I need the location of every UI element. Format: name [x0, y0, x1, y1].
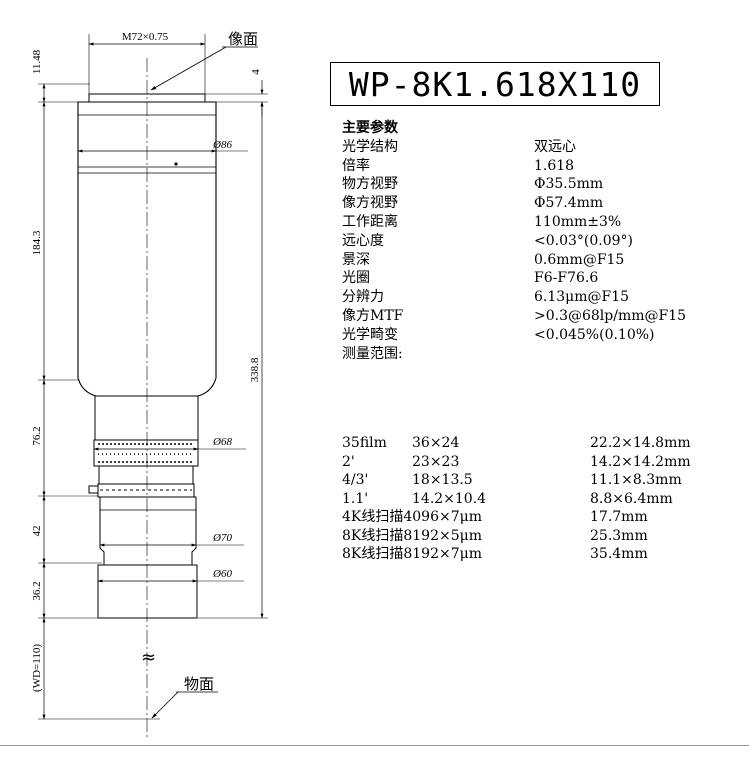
param-key: 物方视野	[342, 176, 398, 193]
dim-total-length: 338.8	[249, 357, 261, 382]
lens-lower-body	[99, 496, 197, 566]
param-key: 光学畸变	[342, 326, 398, 343]
param-key: 光学结构	[342, 138, 398, 155]
field-of-view: 35.4mm	[590, 546, 648, 562]
bottom-divider	[0, 745, 749, 746]
object-plane-label: 物面	[184, 675, 214, 693]
sensor-format: 35film	[342, 435, 387, 451]
sensor-size: 23×23	[412, 453, 460, 470]
measure-row: 8K线扫描8192×5μm 25.3mm	[342, 527, 742, 546]
measure-row: 35film 36×24 22.2×14.8mm	[342, 434, 742, 453]
dim-flange-4: 4	[250, 69, 262, 75]
dim-76-2: 76.2	[31, 426, 43, 445]
sensor-size: 14.2×10.4	[412, 490, 487, 507]
param-row: 物方视野 Φ35.5mm	[342, 175, 742, 194]
param-value: 0.6mm@F15	[534, 251, 625, 268]
measure-row: 1.1' 14.2×10.4 8.8×6.4mm	[342, 490, 742, 509]
ring-spacer	[98, 465, 194, 485]
measure-row: 4/3' 18×13.5 11.1×8.3mm	[342, 471, 742, 490]
param-key: 测量范围:	[342, 345, 403, 362]
param-row: 光学结构 双远心	[342, 138, 742, 157]
lens-lower-barrel	[94, 395, 199, 441]
field-of-view: 22.2×14.8mm	[590, 435, 691, 451]
lens-front-tube	[97, 564, 198, 619]
aperture-ring-knurl	[98, 443, 194, 463]
param-key: 像方视野	[342, 195, 398, 212]
sensor-size: 18×13.5	[412, 472, 473, 488]
dia-86-label: Ø86	[212, 139, 232, 151]
param-row: 测量范围:	[342, 345, 742, 364]
param-row: 像方视野 Φ57.4mm	[342, 194, 742, 213]
param-key: 光圈	[342, 270, 370, 287]
product-title: WP-8K1.618X110	[348, 64, 642, 104]
param-row: 远心度 <0.03°(0.09°)	[342, 232, 742, 251]
lock-screw	[88, 485, 99, 494]
thread-label: M72×0.75	[122, 31, 169, 43]
dim-working-distance: (WD=110)	[31, 644, 43, 692]
sensor-format: 4/3'	[342, 472, 369, 488]
param-value: 1.618	[534, 157, 575, 174]
measure-row: 4K线扫描4096×7μm 17.7mm	[342, 508, 742, 527]
dim-184-3: 184.3	[31, 230, 43, 255]
dim-42: 42	[31, 526, 43, 537]
field-of-view: 17.7mm	[590, 509, 648, 525]
param-row: 像方MTF >0.3@68lp/mm@F15	[342, 307, 742, 326]
object-plane-leader	[151, 691, 179, 719]
param-value: <0.03°(0.09°)	[534, 232, 633, 249]
line-scan-sensor: 8K线扫描8192×5μm	[342, 527, 483, 544]
product-title-box: WP-8K1.618X110	[330, 62, 660, 106]
param-key: 远心度	[342, 232, 384, 249]
line-scan-sensor: 8K线扫描8192×7μm	[342, 546, 483, 562]
field-of-view: 8.8×6.4mm	[590, 490, 673, 507]
parameters-table: 主要参数 光学结构 双远心 倍率 1.618 物方视野 Φ35.5mm 像方视野 Φ57…	[342, 119, 742, 363]
param-value: 6.13μm@F15	[534, 289, 630, 306]
dia-60-label: Ø60	[212, 568, 232, 580]
measure-row: 2' 23×23 14.2×14.2mm	[342, 453, 742, 472]
sensor-format: 2'	[342, 453, 355, 470]
param-row: 倍率 1.618	[342, 157, 742, 176]
param-value: 双远心	[534, 138, 576, 155]
param-value: 110mm±3%	[534, 213, 622, 230]
param-value: <0.045%(0.10%)	[534, 326, 655, 343]
param-row: 分辨力 6.13μm@F15	[342, 288, 742, 307]
param-row: 光圈 F6-F76.6	[342, 269, 742, 288]
sensor-size: 36×24	[412, 435, 460, 451]
dim-11-48: 11.48	[31, 49, 43, 74]
param-value: >0.3@68lp/mm@F15	[534, 307, 687, 324]
dia-68-label: Ø68	[212, 436, 232, 448]
measurement-range-table: 35film 36×24 22.2×14.8mm 2' 23×23 14.2×14.2m…	[342, 434, 742, 564]
break-mark: ≈	[141, 647, 156, 668]
param-value: Φ35.5mm	[534, 176, 604, 193]
param-key: 像方MTF	[342, 307, 404, 324]
field-of-view: 14.2×14.2mm	[590, 453, 691, 470]
param-row: 工作距离 110mm±3%	[342, 213, 742, 232]
parameters-header: 主要参数	[342, 120, 398, 136]
barrel-screw	[174, 162, 178, 166]
param-key: 工作距离	[342, 213, 398, 230]
field-of-view: 11.1×8.3mm	[590, 472, 682, 488]
dim-36-2: 36.2	[31, 581, 43, 600]
sensor-format: 1.1'	[342, 490, 369, 507]
param-value: Φ57.4mm	[534, 195, 604, 212]
param-value: F6-F76.6	[534, 270, 599, 287]
param-key: 景深	[342, 251, 370, 268]
measure-row: 8K线扫描8192×7μm 35.4mm	[342, 545, 742, 564]
param-row: 景深 0.6mm@F15	[342, 251, 742, 270]
param-key: 分辨力	[342, 289, 384, 306]
param-row: 光学畸变 <0.045%(0.10%)	[342, 326, 742, 345]
image-plane-leader	[150, 46, 227, 91]
line-scan-sensor: 4K线扫描4096×7μm	[342, 509, 483, 525]
field-of-view: 25.3mm	[590, 527, 648, 544]
param-key: 倍率	[342, 157, 370, 174]
extension-lines	[38, 83, 268, 720]
dia-70-label: Ø70	[212, 532, 232, 544]
image-plane-label: 像面	[228, 30, 258, 48]
